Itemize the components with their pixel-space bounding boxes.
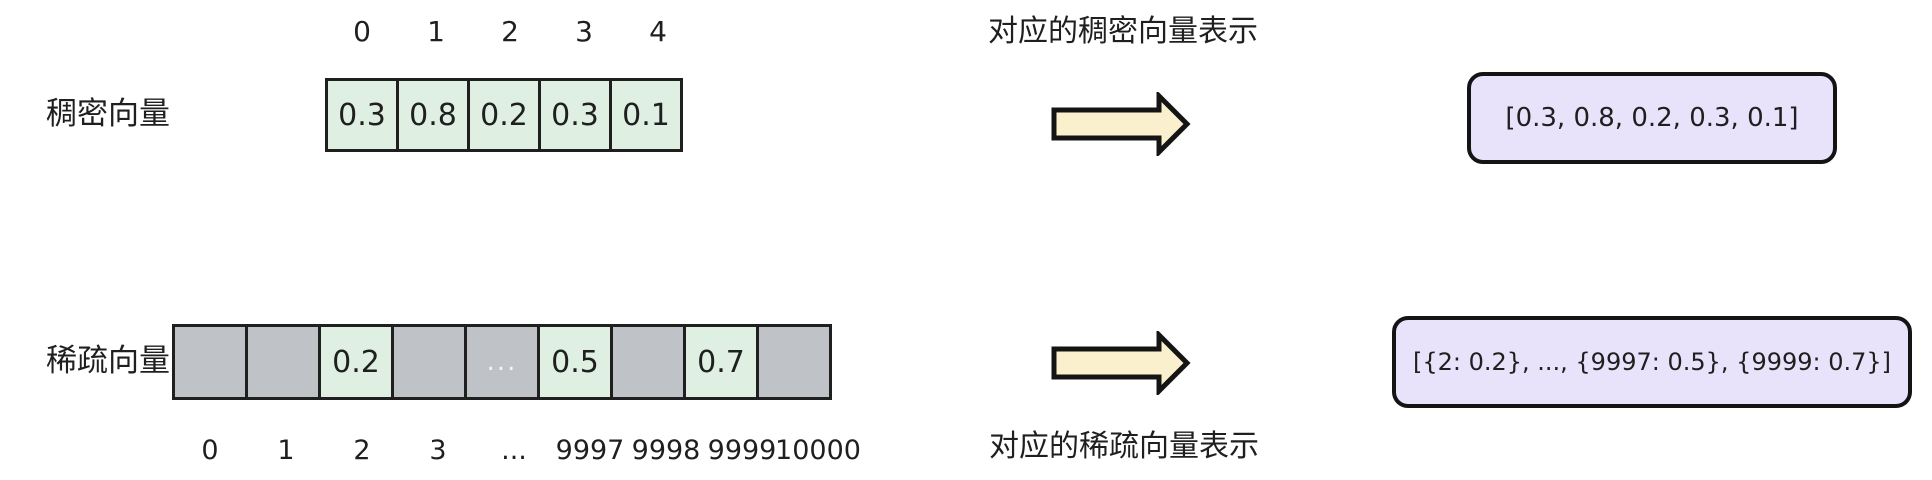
dense-cell: 0.8 — [396, 78, 470, 152]
dense-index-label: 2 — [501, 15, 519, 48]
dense-vector-strip: 0.3 0.8 0.2 0.3 0.1 — [325, 78, 683, 152]
sparse-cell — [391, 324, 467, 400]
dense-cell: 0.2 — [467, 78, 541, 152]
sparse-index-label: 9998 — [631, 434, 701, 466]
sparse-index-label: ... — [501, 434, 527, 466]
sparse-cell: 0.5 — [537, 324, 613, 400]
sparse-index-label: 1 — [277, 434, 295, 466]
dense-cell: 0.3 — [538, 78, 612, 152]
sparse-caption: 对应的稀疏向量表示 — [989, 429, 1259, 464]
right-arrow-icon — [1051, 92, 1191, 156]
sparse-cell — [610, 324, 686, 400]
dense-index-row: 0 1 2 3 4 — [325, 17, 695, 47]
sparse-result-box: [{2: 0.2}, ..., {9997: 0.5}, {9999: 0.7}… — [1392, 316, 1912, 408]
sparse-index-row: 0 1 2 3 ... 9997 9998 9999 10000 — [172, 434, 861, 466]
sparse-result-text: [{2: 0.2}, ..., {9997: 0.5}, {9999: 0.7}… — [1412, 348, 1892, 376]
sparse-cell — [756, 324, 832, 400]
sparse-cell: 0.2 — [318, 324, 394, 400]
sparse-cell — [172, 324, 248, 400]
dense-index-label: 0 — [353, 15, 371, 48]
dense-index-label: 4 — [649, 15, 667, 48]
dense-vector-label: 稠密向量 — [46, 96, 170, 132]
sparse-vector-strip: 0.2 ... 0.5 0.7 — [172, 324, 832, 400]
dense-index-label: 1 — [427, 15, 445, 48]
dense-index-label: 3 — [575, 15, 593, 48]
sparse-cell: 0.7 — [683, 324, 759, 400]
dense-cell: 0.1 — [609, 78, 683, 152]
dense-cell: 0.3 — [325, 78, 399, 152]
sparse-cell-ellipsis: ... — [464, 324, 540, 400]
sparse-index-label: 0 — [201, 434, 219, 466]
sparse-vector-label: 稀疏向量 — [46, 343, 170, 379]
sparse-index-label: 3 — [429, 434, 447, 466]
right-arrow-icon — [1051, 331, 1191, 395]
dense-caption: 对应的稠密向量表示 — [988, 14, 1258, 49]
dense-result-text: [0.3, 0.8, 0.2, 0.3, 0.1] — [1505, 103, 1799, 133]
sparse-index-label: 2 — [353, 434, 371, 466]
sparse-index-label: 9999 — [707, 434, 777, 466]
sparse-index-label: 10000 — [775, 434, 861, 466]
sparse-cell — [245, 324, 321, 400]
dense-result-box: [0.3, 0.8, 0.2, 0.3, 0.1] — [1467, 72, 1837, 164]
sparse-index-label: 9997 — [555, 434, 625, 466]
